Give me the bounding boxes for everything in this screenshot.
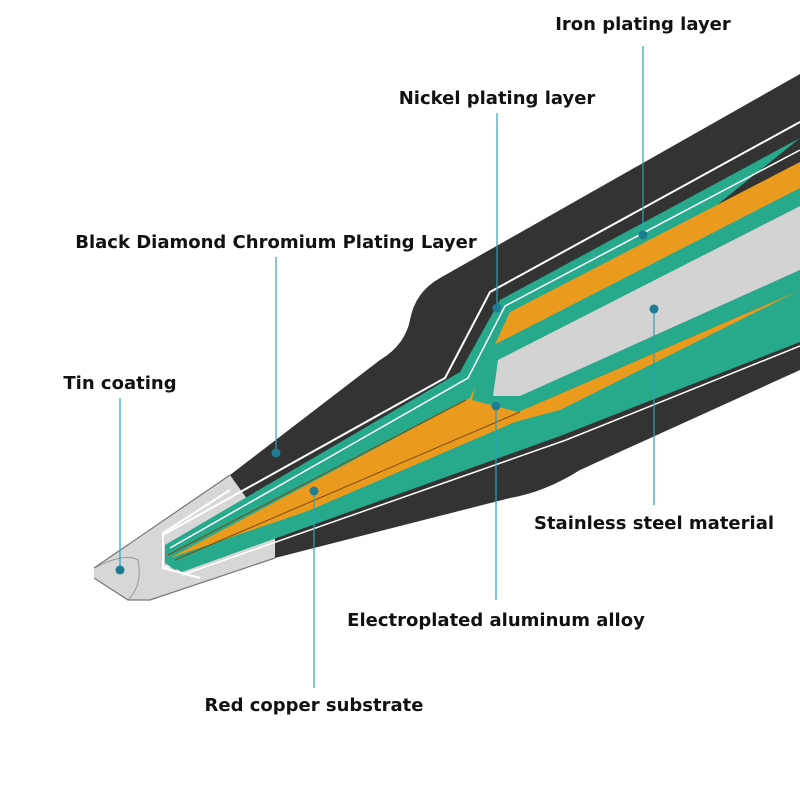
label-black-diamond-chromium-layer: Black Diamond Chromium Plating Layer — [75, 232, 477, 253]
dot-stainless — [649, 304, 659, 314]
copper-core-shape — [170, 162, 800, 558]
tin-inner-outline — [162, 489, 231, 579]
iron-plating-lower-line — [181, 345, 800, 576]
nickel-lower-band — [175, 290, 800, 572]
label-tin-coating: Tin coating — [63, 373, 176, 394]
stainless-steel-core — [493, 206, 800, 396]
iron-plating-inner-line — [169, 149, 800, 549]
tin-tip-top-edge — [93, 474, 231, 569]
label-nickel-plating-layer: Nickel plating layer — [399, 88, 596, 109]
tin-tip-edge — [93, 557, 276, 601]
copper-core-line-a — [167, 399, 467, 556]
callout-dots — [115, 230, 659, 575]
dot-tin — [115, 565, 125, 575]
dot-copper — [309, 486, 319, 496]
dot-chrome — [271, 448, 281, 458]
stainless-steel-border — [472, 188, 800, 412]
label-stainless-steel-material: Stainless steel material — [534, 513, 774, 534]
label-electroplated-aluminum-alloy: Electroplated aluminum alloy — [347, 610, 645, 631]
label-red-copper-substrate: Red copper substrate — [205, 695, 424, 716]
dot-aluminum — [491, 401, 501, 411]
dot-nickel — [492, 303, 502, 313]
leader-lines — [119, 46, 655, 688]
dot-iron — [638, 230, 648, 240]
label-iron-plating-layer: Iron plating layer — [555, 14, 731, 35]
tin-tip-facet — [93, 556, 140, 601]
copper-core-line-b — [174, 411, 521, 561]
